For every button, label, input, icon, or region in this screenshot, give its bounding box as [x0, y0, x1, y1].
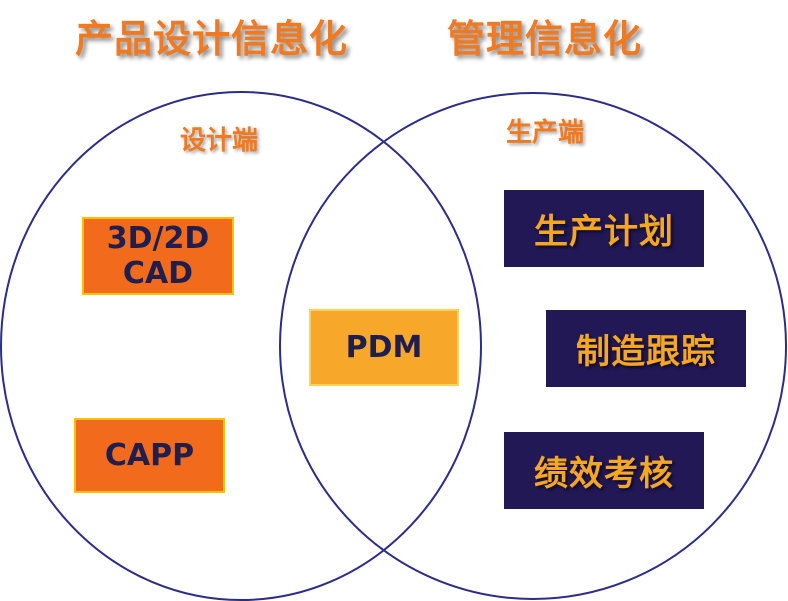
cad-line-1: 3D/2D	[106, 221, 210, 256]
pdm-label: PDM	[345, 330, 423, 365]
box-performance-review: 绩效考核	[504, 432, 704, 509]
manufacturing-tracking-label: 制造跟踪	[576, 332, 716, 372]
right-circle	[279, 92, 787, 600]
box-cad: 3D/2D CAD	[82, 217, 234, 295]
cad-line-2: CAD	[122, 256, 194, 291]
label-design-end: 设计端	[180, 126, 259, 156]
title-product-design-informatization: 产品设计信息化	[75, 17, 349, 61]
box-pdm: PDM	[309, 309, 459, 386]
capp-label: CAPP	[104, 438, 195, 473]
label-production-end: 生产端	[506, 118, 585, 148]
box-production-plan: 生产计划	[504, 190, 704, 267]
box-manufacturing-tracking: 制造跟踪	[546, 310, 746, 387]
left-circle	[0, 91, 482, 601]
production-plan-label: 生产计划	[534, 212, 674, 252]
title-management-informatization: 管理信息化	[447, 17, 643, 61]
performance-review-label: 绩效考核	[534, 454, 674, 494]
box-capp: CAPP	[74, 418, 225, 493]
